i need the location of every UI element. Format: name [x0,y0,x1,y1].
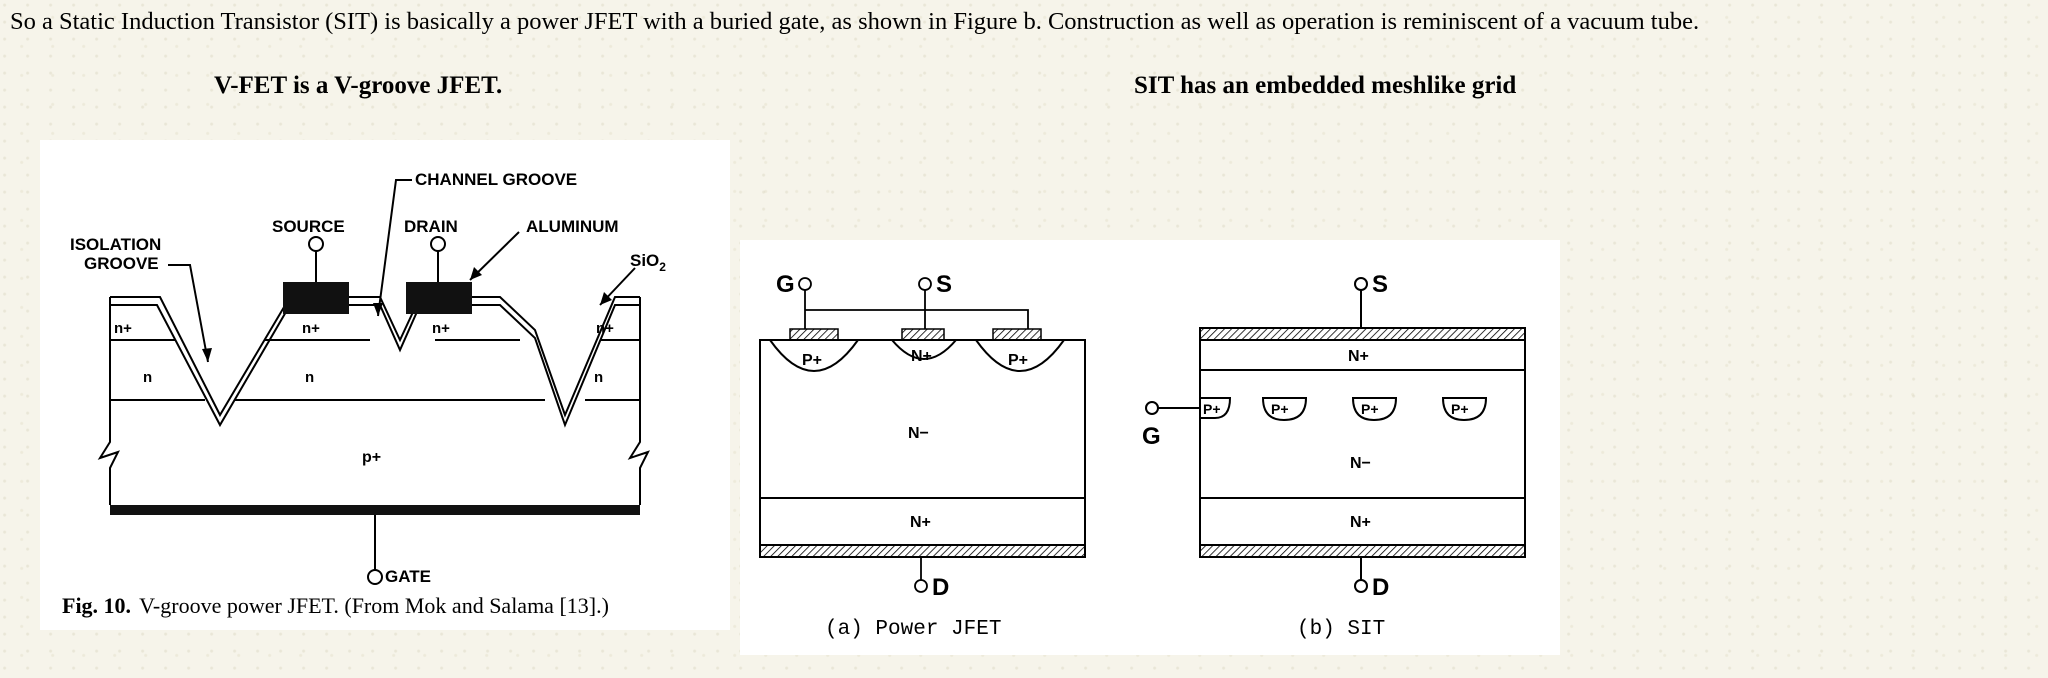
jfet-sit-diagram: G S D P+ N+ P+ N− N+ (a) Power JFET [759,271,1526,641]
vfet-surface [110,296,640,418]
sit-pplus-3: P+ [1361,401,1379,417]
sit-nplus-drain: N+ [1350,514,1371,531]
vfet-caption: Fig. 10.V-groove power JFET. (From Mok a… [62,593,609,618]
label-drain: DRAIN [404,217,458,236]
gate-metal [110,505,640,515]
sit-pplus-4: P+ [1451,401,1469,417]
region-nplus-1: n+ [114,320,132,337]
jfet-nminus: N− [908,425,929,442]
heading-vfet: V-FET is a V-groove JFET. [214,72,503,99]
vfet-right-wall [627,297,650,505]
sit-pplus-1: P+ [1203,401,1221,417]
vfet-oxide-line [110,304,640,428]
sit-terminal-s: S [1372,271,1388,298]
sit-diagram: S G D N+ P+ P+ P+ P+ N− N+ (b) SIT [1142,271,1526,641]
label-source: SOURCE [272,217,345,236]
label-sio2: SiO2 [630,251,666,274]
label-gate: GATE [385,567,431,586]
label-groove: GROOVE [84,254,159,273]
sit-pplus-2: P+ [1271,401,1289,417]
region-n-1: n [143,369,152,386]
power-jfet-diagram: G S D P+ N+ P+ N− N+ (a) Power JFET [759,271,1086,641]
label-isolation: ISOLATION [70,235,161,254]
region-nplus-4: n+ [596,320,614,337]
jfet-pplus-right: P+ [1008,352,1028,369]
jfet-sit-figure: G S D P+ N+ P+ N− N+ (a) Power JFET [740,240,1560,655]
vfet-figure: CHANNEL GROOVE SOURCE DRAIN ALUMINUM ISO… [40,140,730,630]
sit-caption: (b) SIT [1297,618,1385,641]
heading-sit: SIT has an embedded meshlike grid [1134,72,1517,99]
sit-nminus: N− [1350,455,1371,472]
jfet-pplus-left: P+ [802,352,822,369]
sit-terminal-g: G [1142,423,1161,450]
sit-terminal-d: D [1372,574,1389,601]
region-nplus-2: n+ [302,320,320,337]
source-contact [283,282,349,314]
intro-text: So a Static Induction Transistor (SIT) i… [10,8,1700,35]
region-nplus-3: n+ [432,320,450,337]
region-n-2: n [305,369,314,386]
region-n-3: n [594,369,603,386]
sit-nplus-source: N+ [1348,348,1369,365]
region-pplus: p+ [362,449,381,466]
vfet-diagram: CHANNEL GROOVE SOURCE DRAIN ALUMINUM ISO… [62,170,666,618]
jfet-terminal-g: G [776,271,795,298]
jfet-caption: (a) Power JFET [825,618,1001,641]
jfet-terminal-d: D [932,574,949,601]
label-channel-groove: CHANNEL GROOVE [415,170,577,189]
drain-contact [406,282,472,314]
jfet-terminal-s: S [936,271,952,298]
jfet-nplus-source: N+ [911,348,932,365]
label-aluminum: ALUMINUM [526,217,619,236]
jfet-nplus-drain: N+ [910,514,931,531]
vfet-left-wall [97,297,120,505]
